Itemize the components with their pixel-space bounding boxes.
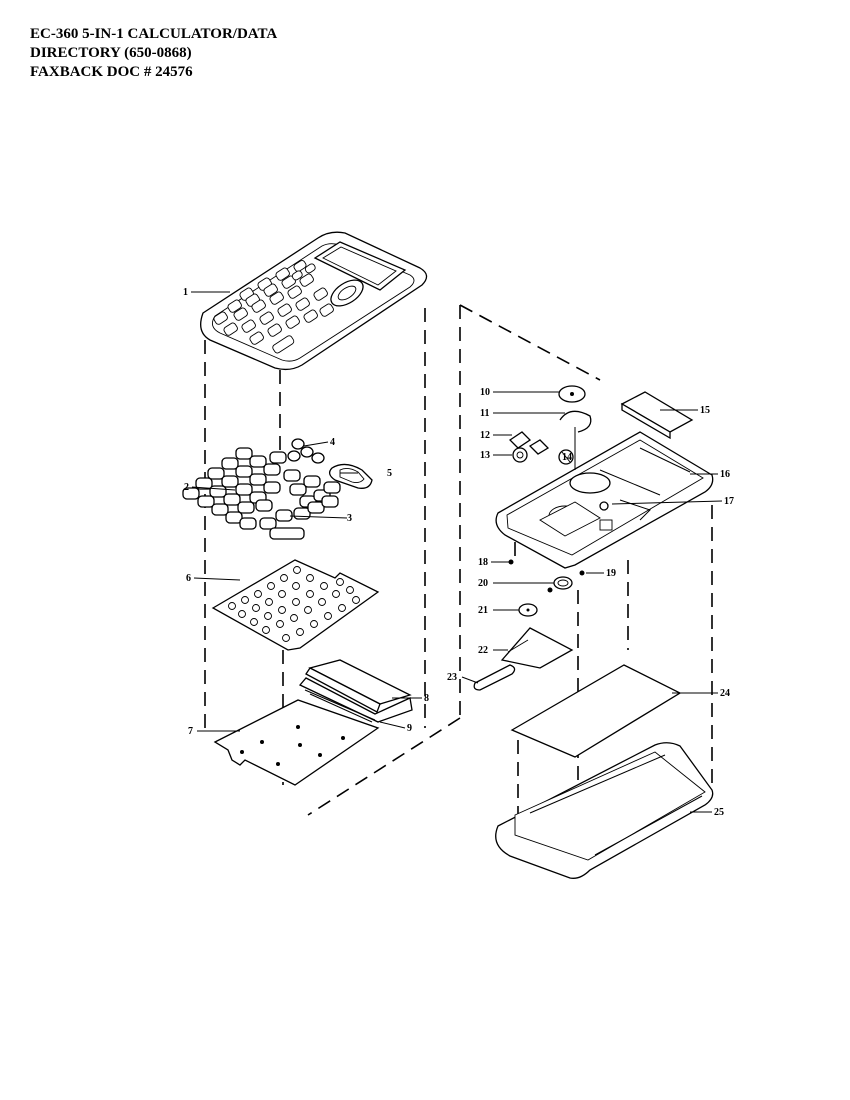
- callout-2: 2: [184, 482, 189, 493]
- header-title-line: EC-360 5-IN-1 CALCULATOR/DATA: [30, 26, 278, 42]
- screws-and-washer: [508, 559, 585, 593]
- callout-25: 25: [714, 807, 724, 818]
- callout-1: 1: [183, 287, 188, 298]
- clip-and-battery-parts: [473, 603, 574, 691]
- callout-24: 24: [720, 688, 730, 699]
- small-hardware: [508, 385, 592, 465]
- callout-18: 18: [478, 557, 488, 568]
- callout-20: 20: [478, 578, 488, 589]
- pc-board: [213, 699, 380, 786]
- callout-22: 22: [478, 645, 488, 656]
- callout-8: 8: [424, 693, 429, 704]
- callout-16: 16: [720, 469, 730, 480]
- callout-23: 23: [447, 672, 457, 683]
- leader-lines: [191, 291, 723, 813]
- base-tray: [495, 742, 714, 879]
- callout-19: 19: [606, 568, 616, 579]
- callout-11: 11: [480, 408, 489, 419]
- callout-17: 17: [724, 496, 734, 507]
- bottom-case: [495, 431, 714, 569]
- callout-5: 5: [387, 468, 392, 479]
- battery-cover: [620, 391, 694, 440]
- document-header: EC-360 5-IN-1 CALCULATOR/DATA DIRECTORY …: [30, 25, 277, 82]
- header-model-line: DIRECTORY (650-0868): [30, 45, 192, 61]
- callout-14: 14: [562, 452, 572, 463]
- callout-labels: 1 2 3 4 5 6 7 8 9 10 11 12 13 14 15 16 1…: [183, 287, 734, 818]
- callout-13: 13: [480, 450, 490, 461]
- callout-9: 9: [407, 723, 412, 734]
- callout-3: 3: [347, 513, 352, 524]
- callout-4: 4: [330, 437, 335, 448]
- small-round-keys: [287, 438, 325, 464]
- top-case: [200, 231, 428, 371]
- header-doc-number: FAXBACK DOC # 24576: [30, 64, 193, 80]
- callout-7: 7: [188, 726, 193, 737]
- rubber-contact-mat: [211, 559, 380, 651]
- callout-21: 21: [478, 605, 488, 616]
- callout-6: 6: [186, 573, 191, 584]
- callout-10: 10: [480, 387, 490, 398]
- callout-12: 12: [480, 430, 490, 441]
- callout-15: 15: [700, 405, 710, 416]
- insulator-sheet: [510, 664, 682, 758]
- navigation-key: [328, 463, 373, 489]
